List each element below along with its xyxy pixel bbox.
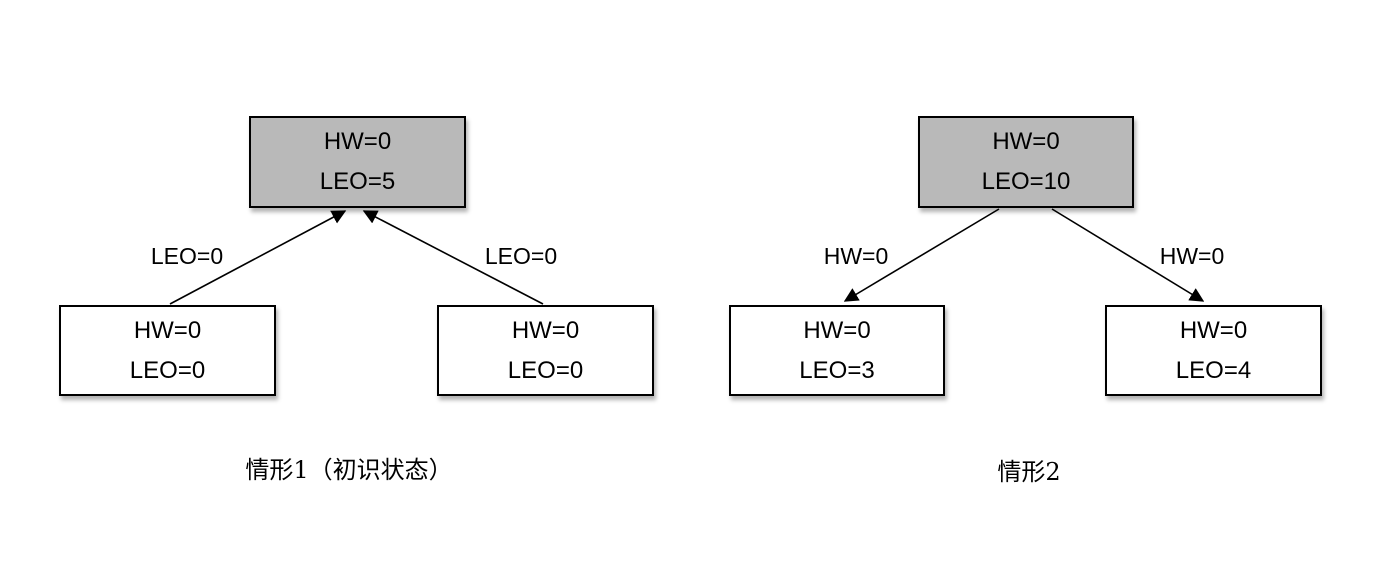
case1-right-edge-label: LEO=0	[484, 243, 558, 269]
node-text-line: LEO=0	[129, 356, 206, 384]
node-text-line: LEO=5	[319, 168, 396, 195]
case2-right-child-node: HW=0 LEO=4	[1105, 305, 1322, 396]
case1-root-node: HW=0 LEO=5	[249, 116, 466, 208]
case2-caption: 情形2	[997, 458, 1061, 486]
case2-right-edge-label: HW=0	[1159, 243, 1225, 269]
node-text-line: HW=0	[1179, 316, 1248, 344]
node-text-line: LEO=4	[1175, 356, 1252, 384]
node-text-line: HW=0	[133, 316, 202, 344]
case2-left-edge-label: HW=0	[823, 243, 889, 269]
case1-left-edge-label: LEO=0	[150, 243, 224, 269]
case1-left-child-node: HW=0 LEO=0	[59, 305, 276, 396]
case1-right-edge-line	[362, 210, 544, 305]
node-text-line: LEO=10	[981, 168, 1071, 195]
node-text-line: HW=0	[992, 128, 1060, 155]
case2-left-edge-line	[843, 208, 1000, 302]
case1-left-edge-line	[169, 210, 347, 305]
case2-left-child-node: HW=0 LEO=3	[729, 305, 945, 396]
node-text-line: HW=0	[323, 128, 392, 155]
node-text-line: LEO=0	[507, 356, 584, 384]
case2-right-edge-line	[1051, 208, 1205, 302]
node-text-line: HW=0	[803, 316, 871, 344]
case1-right-child-node: HW=0 LEO=0	[437, 305, 654, 396]
node-text-line: HW=0	[511, 316, 580, 344]
node-text-line: LEO=3	[799, 356, 875, 384]
case2-root-node: HW=0 LEO=10	[918, 116, 1134, 208]
case1-caption: 情形1（初识状态）	[245, 456, 453, 484]
